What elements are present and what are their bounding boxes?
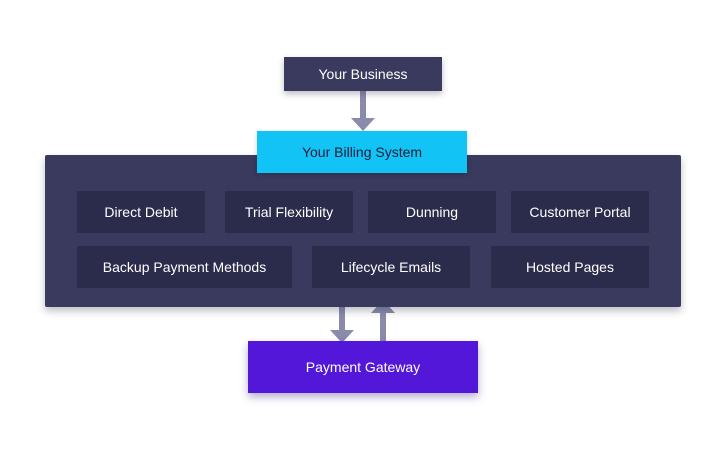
feature-trial-flexibility: Trial Flexibility (225, 191, 353, 233)
feature-customer-portal: Customer Portal (511, 191, 649, 233)
payment-gateway-node: Payment Gateway (248, 341, 478, 393)
arrow-business-to-billing (351, 91, 375, 131)
arrow-billing-to-gateway (330, 307, 354, 343)
feature-dunning: Dunning (368, 191, 496, 233)
your-business-node: Your Business (284, 57, 442, 91)
billing-system-node: Your Billing System (257, 131, 467, 173)
feature-hosted-pages: Hosted Pages (491, 246, 649, 288)
feature-lifecycle-emails: Lifecycle Emails (312, 246, 470, 288)
feature-direct-debit: Direct Debit (77, 191, 205, 233)
feature-backup-payment-methods: Backup Payment Methods (77, 246, 292, 288)
